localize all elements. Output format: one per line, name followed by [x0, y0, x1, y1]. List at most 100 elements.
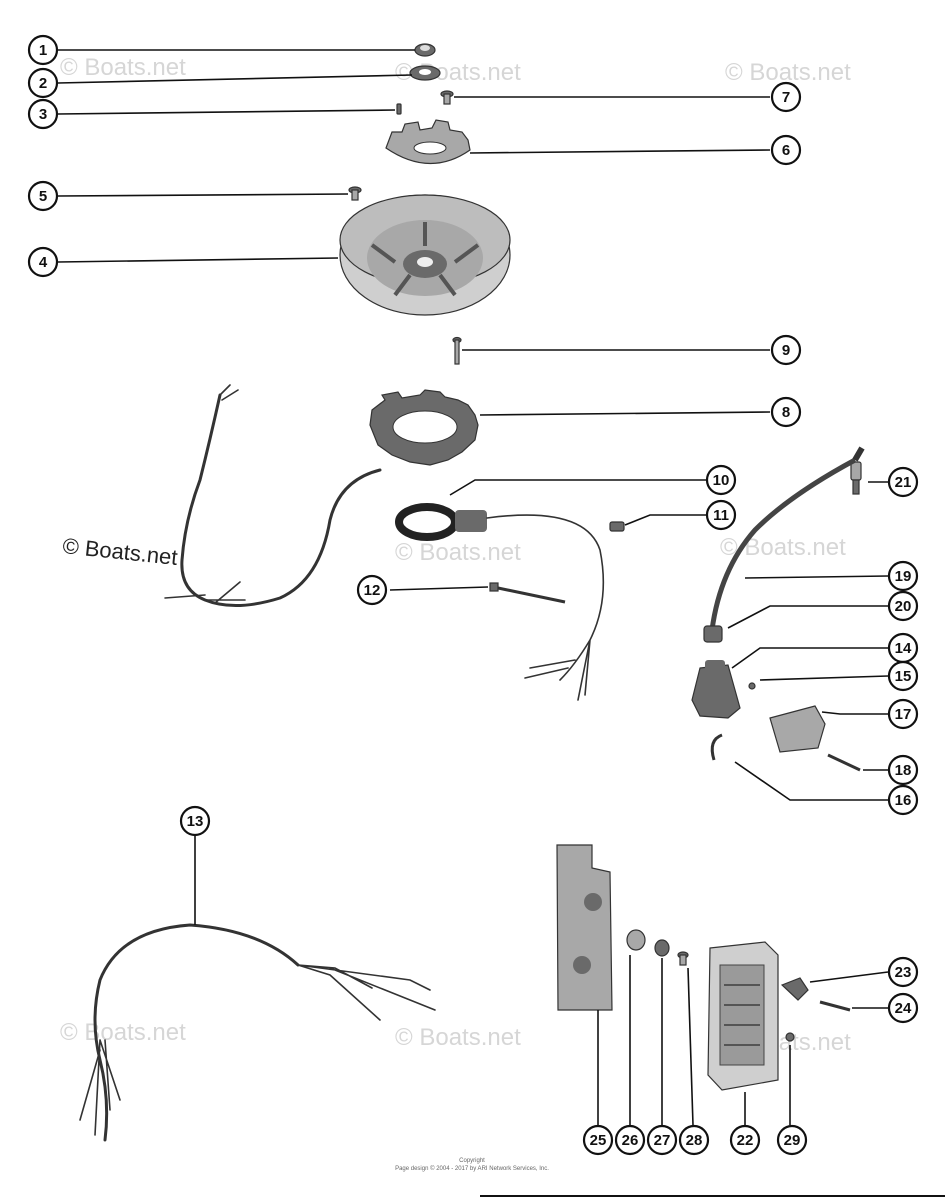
callout-7: 7: [770, 81, 802, 113]
callout-13: 13: [179, 805, 211, 837]
svg-text:17: 17: [895, 706, 912, 723]
callout-3: 3: [27, 98, 59, 130]
part-coil-clamp: [769, 705, 826, 753]
part-wire-clamp: [780, 977, 809, 1001]
callout-25: 25: [582, 1124, 614, 1156]
stator-wire-harness: [180, 393, 382, 608]
part-starter-cup: [385, 119, 471, 165]
svg-text:22: 22: [737, 1132, 754, 1149]
svg-text:21: 21: [895, 474, 912, 491]
svg-text:7: 7: [782, 89, 790, 106]
part-clamp-screw: [827, 753, 861, 772]
part-trigger: [395, 503, 487, 541]
callout-17: 17: [887, 698, 919, 730]
callout-23: 23: [887, 956, 919, 988]
svg-text:13: 13: [187, 813, 204, 830]
callout-8: 8: [770, 396, 802, 428]
harness-branch: [79, 964, 436, 1136]
part-washer: [409, 65, 441, 81]
part-high-tension-lead: [709, 457, 857, 631]
part-connector: [609, 521, 625, 532]
callout-5: 5: [27, 180, 59, 212]
callout-14: 14: [887, 632, 919, 664]
callout-10: 10: [705, 464, 737, 496]
trigger-wire: [486, 514, 605, 701]
part-switch-box: [707, 941, 779, 1091]
svg-text:14: 14: [895, 640, 912, 657]
svg-text:19: 19: [895, 568, 912, 585]
part-ground-wire: [710, 733, 723, 761]
watermark: © Boats.net: [725, 59, 851, 86]
callout-11: 11: [705, 499, 737, 531]
callout-29: 29: [776, 1124, 808, 1156]
part-trigger-screw: [489, 582, 566, 604]
part-ignition-coil: [691, 660, 741, 719]
part-nut: [414, 43, 436, 57]
watermark: © Boats.net: [60, 54, 186, 81]
part-screw: [348, 186, 362, 201]
watermark: © Boats.net: [395, 539, 521, 566]
svg-text:8: 8: [782, 404, 790, 421]
callout-4: 4: [27, 246, 59, 278]
copyright-line-2: Page design © 2004 - 2017 by ARI Network…: [395, 1165, 549, 1172]
part-screw-small: [440, 90, 454, 105]
svg-text:23: 23: [895, 964, 912, 981]
callout-16: 16: [887, 784, 919, 816]
part-coil-nut: [748, 682, 756, 690]
svg-text:10: 10: [713, 472, 730, 489]
callout-2: 2: [27, 67, 59, 99]
part-key: [396, 103, 402, 115]
callout-9: 9: [770, 334, 802, 366]
svg-text:3: 3: [39, 106, 47, 123]
callout-21: 21: [887, 466, 919, 498]
svg-text:12: 12: [364, 582, 381, 599]
svg-text:27: 27: [654, 1132, 671, 1149]
callout-1: 1: [27, 34, 59, 66]
svg-text:11: 11: [713, 507, 729, 524]
watermark-prominent: © Boats.net: [61, 533, 178, 570]
part-stator: [369, 389, 479, 466]
part-stator-screw: [452, 336, 462, 365]
svg-text:25: 25: [590, 1132, 607, 1149]
callout-18: 18: [887, 754, 919, 786]
part-plate-washer: [654, 939, 670, 957]
callout-24: 24: [887, 992, 919, 1024]
svg-text:20: 20: [895, 598, 912, 615]
svg-text:4: 4: [39, 254, 48, 271]
part-boot: [703, 625, 723, 643]
svg-text:2: 2: [39, 75, 47, 92]
callout-20: 20: [887, 590, 919, 622]
part-wiring-harness: [93, 923, 300, 1142]
callout-12: 12: [356, 574, 388, 606]
callout-15: 15: [887, 660, 919, 692]
copyright-line-1: Copyright: [459, 1158, 485, 1164]
svg-text:6: 6: [782, 142, 790, 159]
watermark: © Boats.net: [395, 1024, 521, 1051]
part-box-washer: [785, 1032, 795, 1042]
callout-19: 19: [887, 560, 919, 592]
stator-wire-lead: [164, 384, 246, 604]
svg-text:26: 26: [622, 1132, 639, 1149]
svg-text:18: 18: [895, 762, 912, 779]
leader-lines: [57, 49, 889, 1126]
callout-27: 27: [646, 1124, 678, 1156]
svg-text:28: 28: [686, 1132, 703, 1149]
svg-text:1: 1: [39, 42, 47, 59]
svg-text:16: 16: [895, 792, 912, 809]
svg-text:15: 15: [895, 668, 912, 685]
svg-text:24: 24: [895, 1000, 912, 1017]
watermark: © Boats.net: [60, 1019, 186, 1046]
callout-28: 28: [678, 1124, 710, 1156]
part-box-screw: [819, 1000, 851, 1012]
part-plate-screw: [677, 951, 689, 966]
part-mounting-plate: [556, 844, 613, 1011]
svg-text:29: 29: [784, 1132, 801, 1149]
lead-end: [852, 446, 865, 462]
svg-text:5: 5: [39, 188, 47, 205]
callout-6: 6: [770, 134, 802, 166]
callout-26: 26: [614, 1124, 646, 1156]
part-flywheel: [339, 194, 511, 316]
callout-22: 22: [729, 1124, 761, 1156]
svg-text:9: 9: [782, 342, 790, 359]
